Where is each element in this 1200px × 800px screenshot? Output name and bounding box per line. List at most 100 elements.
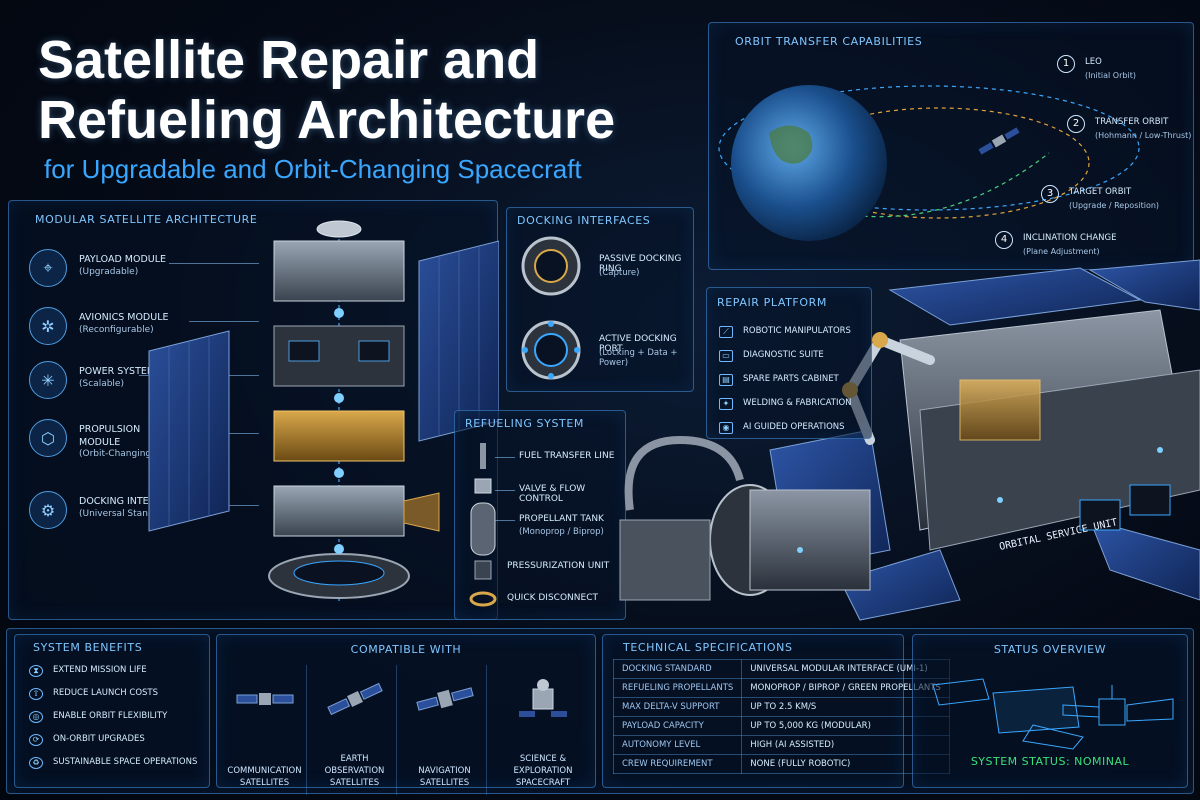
status-heading: STATUS OVERVIEW [993,643,1107,656]
benefit-item: ⟳ ON-ORBIT UPGRADES [29,732,209,754]
benefit-item: ⇧ REDUCE LAUNCH COSTS [29,686,209,708]
repair-item-manipulators: ⟋ ROBOTIC MANIPULATORS [719,324,879,346]
docking-icon: ⚙ [29,491,67,529]
compatible-item-science: SCIENCE & EXPLORATION SPACECRAFT [493,665,593,795]
benefit-label: REDUCE LAUNCH COSTS [53,688,159,698]
module-sub: (Reconfigurable) [79,325,154,335]
cabinet-icon: ▤ [719,374,733,386]
orbital-service-unit-illustration: ORBITAL SERVICE UNIT [619,259,1200,621]
benefit-item: ♻ SUSTAINABLE SPACE OPERATIONS [29,755,209,777]
leader-line [169,263,259,264]
hourglass-icon: ⧗ [29,665,43,677]
compatible-label: EARTH OBSERVATION SATELLITES [324,754,385,788]
step-number: 4 [995,231,1013,249]
compatible-label: SCIENCE & EXPLORATION SPACECRAFT [513,754,573,788]
welding-icon: ✦ [719,398,733,410]
page-title: Satellite Repair and Refueling Architect… [38,30,616,150]
module-label: PROPULSION MODULE [79,424,141,448]
benefit-item: ◎ ENABLE ORBIT FLEXIBILITY [29,709,209,731]
passive-docking-ring-icon [521,236,581,296]
exploded-satellite-illustration [148,220,499,601]
repair-item-label: ROBOTIC MANIPULATORS [743,326,851,336]
circuit-icon: ✲ [29,307,67,345]
compatible-heading: COMPATIBLE WITH [350,643,462,656]
repair-item-ai: ◉ AI GUIDED OPERATIONS [719,420,879,442]
rocket-icon: ⇧ [29,688,43,700]
module-item-docking: ⚙ DOCKING INTERFACE (Universal Standard) [29,491,269,535]
spec-key: MAX DELTA-V SUPPORT [612,697,743,717]
status-wireframe-illustration [932,678,1174,750]
communication-satellite-icon [236,693,294,705]
repair-item-diagnostic: ▭ DIAGNOSTIC SUITE [719,348,879,370]
spec-key: REFUELING PROPELLANTS [612,678,743,698]
refueling-heading: REFUELING SYSTEM [465,417,584,430]
system-benefits-panel: SYSTEM BENEFITS ⧗ EXTEND MISSION LIFE ⇧ … [14,634,210,788]
module-item-propulsion: ⬡ PROPULSION MODULE (Orbit-Changing) [29,419,269,479]
compatible-with-panel: COMPATIBLE WITH COMMUNICATION SATELLITES… [216,634,596,795]
technical-specifications-panel: TECHNICAL SPECIFICATIONS DOCKING STANDAR… [602,634,950,788]
orbit-heading: ORBIT TRANSFER CAPABILITIES [735,35,923,48]
module-item-power: ✳ POWER SYSTEM (Scalable) [29,361,269,405]
step-sub: (Upgrade / Reposition) [1069,201,1160,210]
satellite-dish-icon: ⌖ [29,249,67,287]
step-title: INCLINATION CHANGE [1023,233,1117,243]
refueling-system-panel: REFUELING SYSTEM FUEL TRANSFER LINE VALV… [454,410,626,620]
orbit-diagram [718,85,1140,241]
refuel-label-disconnect: QUICK DISCONNECT [507,593,598,603]
compatible-label: COMMUNICATION SATELLITES [227,766,302,788]
leader-line [189,321,259,322]
benefit-label: ENABLE ORBIT FLEXIBILITY [53,711,168,721]
repair-platform-panel: REPAIR PLATFORM ⟋ ROBOTIC MANIPULATORS ▭… [706,287,872,439]
module-sub: (Universal Standard) [79,509,172,519]
docking-interfaces-panel: DOCKING INTERFACES PASSIVE DOCKING RING … [506,207,694,392]
step-number: 3 [1041,185,1059,203]
module-sub: (Orbit-Changing) [79,449,155,459]
thruster-icon: ⬡ [29,419,67,457]
orbit-icon: ◎ [29,711,43,723]
solar-icon: ✳ [29,361,67,399]
science-spacecraft-icon [519,679,567,717]
module-item-payload: ⌖ PAYLOAD MODULE (Upgradable) [29,249,269,293]
module-label: PAYLOAD MODULE [79,254,167,265]
module-sub: (Upgradable) [79,267,139,277]
repair-item-label: SPARE PARTS CABINET [743,374,839,384]
refuel-label-line: FUEL TRANSFER LINE [519,451,615,461]
step-number: 2 [1067,115,1085,133]
step-sub: (Plane Adjustment) [1023,247,1100,256]
step-title: LEO [1085,57,1102,67]
modular-architecture-panel: MODULAR SATELLITE ARCHITECTURE ⌖ PAYLOAD… [8,200,499,620]
benefit-label: ON-ORBIT UPGRADES [53,734,145,744]
docking-label-active: ACTIVE DOCKING PORT [599,334,677,354]
module-label: AVIONICS MODULE [79,312,169,323]
earth-observation-satellite-icon [327,682,383,716]
docking-sub-passive: (Capture) [599,268,640,278]
benefit-item: ⧗ EXTEND MISSION LIFE [29,663,209,685]
repair-heading: REPAIR PLATFORM [717,296,827,309]
ai-icon: ◉ [719,422,733,434]
spec-value: NONE (FULLY ROBOTIC) [741,754,950,774]
spec-key: DOCKING STANDARD [612,659,743,679]
repair-item-label: WELDING & FABRICATION [743,398,852,408]
module-label: POWER SYSTEM [79,366,156,377]
step-title: TARGET ORBIT [1069,187,1132,197]
compatible-label: NAVIGATION SATELLITES [418,766,471,788]
docking-heading: DOCKING INTERFACES [517,214,651,227]
refuel-label-tank: PROPELLANT TANK [519,514,604,524]
orbit-transfer-panel: ORBIT TRANSFER CAPABILITIES 1 LEO (Initi… [708,22,1194,270]
compatible-item-navigation: NAVIGATION SATELLITES [403,665,487,795]
specs-heading: TECHNICAL SPECIFICATIONS [623,641,793,654]
repair-item-label: DIAGNOSTIC SUITE [743,350,824,360]
step-number: 1 [1057,55,1075,73]
refueling-components-illustration [469,443,497,607]
docking-sub-active: (Locking + Data + Power) [599,348,678,368]
compatible-item-earth-observation: EARTH OBSERVATION SATELLITES [313,665,397,795]
docking-label-passive: PASSIVE DOCKING RING [599,254,682,274]
orbit-step-transfer: 2 TRANSFER ORBIT (Hohmann / Low-Thrust) [1067,115,1200,149]
recycle-icon: ♻ [29,757,43,769]
